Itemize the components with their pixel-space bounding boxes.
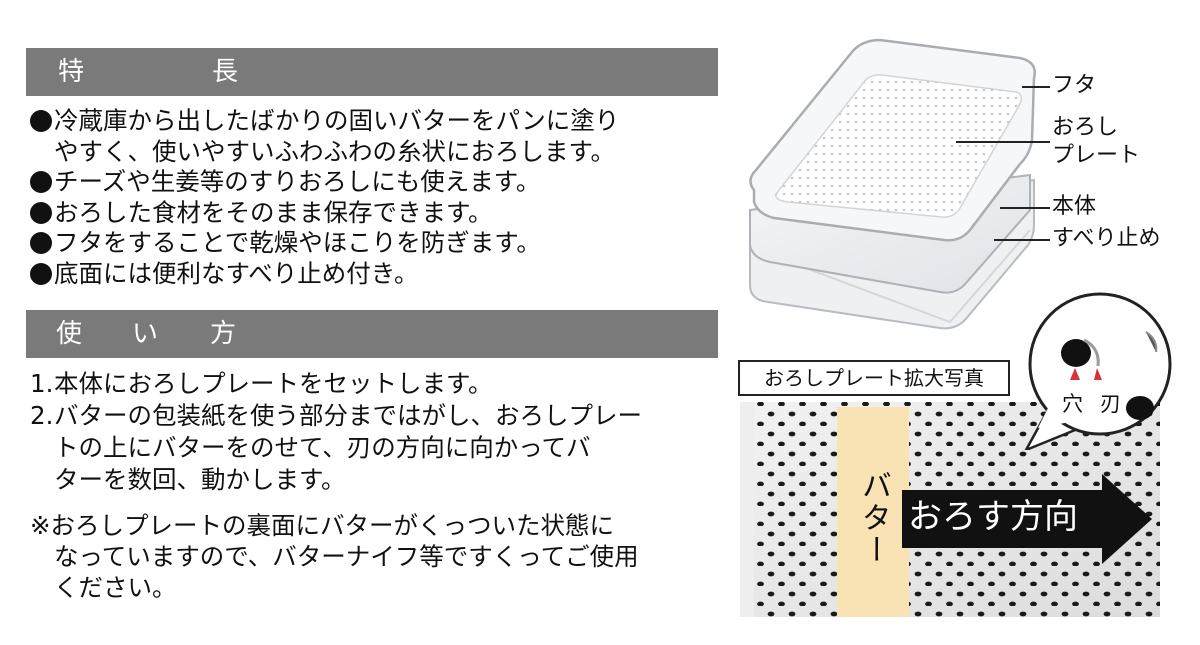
feature-text: やすく、使いやすいふわふわの糸状におろします。 bbox=[54, 136, 616, 166]
feature-text: 底面には便利なすべり止め付き。 bbox=[54, 258, 419, 288]
feature-list: 冷蔵庫から出したばかりの固いバターをパンに塗り やすく、使いやすいふわふわの糸状… bbox=[30, 106, 730, 289]
step-text: トの上にバターをのせて、刃の方向に向かってバ bbox=[54, 433, 591, 462]
note-text: ください。 bbox=[54, 573, 177, 602]
lid-label: フタ bbox=[1052, 73, 1097, 98]
step-text: ターを数回、動かします。 bbox=[54, 465, 346, 494]
step-number: 1. bbox=[30, 369, 54, 398]
bullet-dot bbox=[30, 201, 52, 224]
feature-text: おろした食材をそのまま保存できます。 bbox=[54, 197, 493, 227]
step-text: バターの包装紙を使う部分まではがし、おろしプレー bbox=[54, 401, 642, 430]
product-image bbox=[749, 38, 1036, 330]
note-line: ください。 bbox=[30, 572, 730, 603]
non-slip-leader-line bbox=[994, 239, 1050, 241]
feature-item: おろした食材をそのまま保存できます。 bbox=[30, 198, 730, 229]
step-2-continued: トの上にバターをのせて、刃の方向に向かってバ bbox=[30, 432, 730, 464]
hole-label: 穴 bbox=[1062, 392, 1083, 416]
usage-steps: 1.本体におろしプレートをセットします。 2.バターの包装紙を使う部分まではがし… bbox=[30, 368, 730, 496]
zoom-photo-label: おろしプレート拡大写真 bbox=[738, 360, 1010, 396]
feature-item: フタをすることで乾燥やほこりを防ぎます。 bbox=[30, 228, 730, 259]
features-heading-char-2: 長 bbox=[212, 57, 239, 87]
note-line: なっていますので、バターナイフ等ですくってご使用 bbox=[30, 541, 730, 572]
usage-note: ※おろしプレートの裏面にバターがくっついた状態に なっていますので、バターナイフ… bbox=[30, 510, 730, 603]
feature-text: フタをすることで乾燥やほこりを防ぎます。 bbox=[54, 228, 541, 257]
feature-item-continued: やすく、使いやすいふわふわの糸状におろします。 bbox=[30, 137, 730, 168]
bullet-dot bbox=[30, 110, 52, 132]
direction-arrow bbox=[902, 474, 1152, 564]
note-mark: ※ bbox=[30, 511, 51, 540]
note-text: おろしプレートの裏面にバターがくっついた状態に bbox=[50, 511, 615, 540]
direction-label: おろす方向 bbox=[908, 497, 1078, 537]
bullet-dot bbox=[30, 232, 52, 254]
butter-label: バター bbox=[856, 470, 891, 566]
step-2: 2.バターの包装紙を使う部分まではがし、おろしプレー bbox=[30, 400, 730, 432]
feature-item: チーズや生姜等のすりおろしにも使えます。 bbox=[30, 167, 730, 198]
butter-block bbox=[837, 407, 909, 617]
features-heading-char-1: 特 bbox=[58, 57, 85, 87]
hole-closeup-inset bbox=[1024, 292, 1172, 450]
blade-label: 刃 bbox=[1100, 392, 1121, 416]
feature-text: チーズや生姜等のすりおろしにも使えます。 bbox=[54, 167, 541, 196]
note-text: なっていますので、バターナイフ等ですくってご使用 bbox=[54, 542, 639, 571]
body-leader-line bbox=[1000, 207, 1050, 209]
step-1: 1.本体におろしプレートをセットします。 bbox=[30, 368, 730, 400]
bullet-dot bbox=[30, 171, 52, 193]
usage-heading-char-1: 使 bbox=[56, 319, 83, 349]
usage-heading-char-3: 方 bbox=[210, 319, 237, 349]
feature-text: 冷蔵庫から出したばかりの固いバターをパンに塗り bbox=[54, 106, 620, 135]
plate-leader-line bbox=[956, 141, 1050, 143]
lid-leader-line bbox=[1022, 86, 1050, 88]
step-number: 2. bbox=[30, 401, 54, 430]
non-slip-label: すべり止め bbox=[1052, 226, 1161, 251]
note-line: ※おろしプレートの裏面にバターがくっついた状態に bbox=[30, 510, 730, 541]
plate-label-line-1: おろし bbox=[1052, 115, 1119, 140]
features-heading-bar: 特 長 bbox=[26, 48, 718, 96]
step-2-continued: ターを数回、動かします。 bbox=[30, 464, 730, 496]
feature-item: 冷蔵庫から出したばかりの固いバターをパンに塗り bbox=[30, 106, 730, 137]
feature-item: 底面には便利なすべり止め付き。 bbox=[30, 259, 730, 290]
body-label: 本体 bbox=[1052, 194, 1097, 219]
usage-heading-char-2: い bbox=[132, 319, 159, 349]
bullet-dot bbox=[30, 262, 52, 285]
usage-heading-bar: 使 い 方 bbox=[26, 310, 718, 358]
step-text: 本体におろしプレートをセットします。 bbox=[54, 369, 493, 398]
plate-label-line-2: プレート bbox=[1052, 143, 1141, 168]
